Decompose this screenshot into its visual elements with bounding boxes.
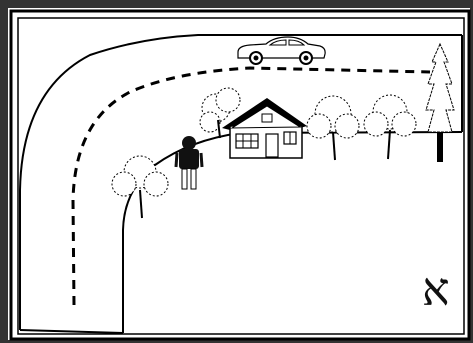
hebrew-letter-label: א (422, 266, 450, 312)
